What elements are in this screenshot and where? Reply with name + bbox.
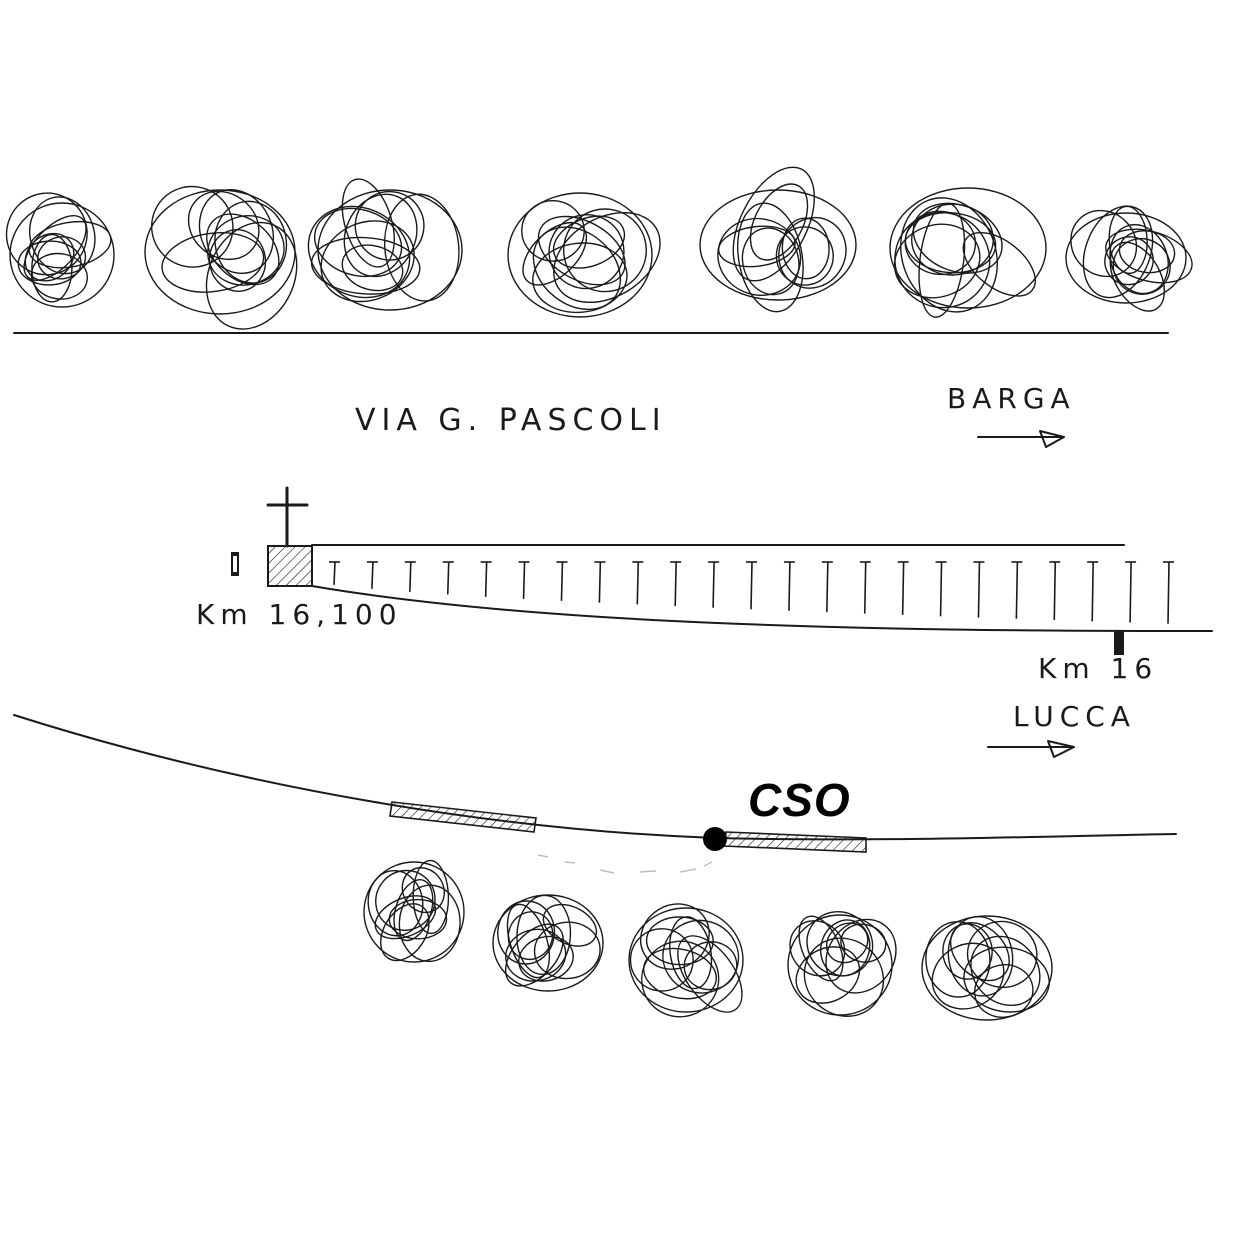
- fence-post: [1011, 561, 1023, 619]
- scribble-tree-icon: [5, 192, 115, 308]
- fence-post: [746, 561, 757, 610]
- fence-post: [973, 561, 985, 618]
- scribble-tree-icon: [507, 192, 661, 318]
- milestone-icon-right: [1114, 631, 1124, 655]
- fence-post: [935, 561, 947, 617]
- location-dot-icon: [703, 827, 727, 851]
- fence-post: [366, 561, 378, 589]
- hatched-bar-left: [389, 801, 537, 833]
- fence-post: [1163, 561, 1174, 624]
- fence-post: [1125, 561, 1137, 623]
- scribble-tree-icon: [307, 178, 463, 311]
- fence-post: [783, 561, 795, 611]
- trees-top-row: [5, 166, 1193, 330]
- fence-post: [670, 561, 682, 607]
- fence-post: [708, 561, 720, 608]
- scribble-tree-icon: [921, 915, 1053, 1021]
- direction-barga-label: BARGA: [947, 382, 1076, 415]
- street-name-label: VIA G. PASCOLI: [355, 403, 667, 438]
- cross-icon: [266, 486, 309, 548]
- km-marker-right-label: Km 16: [1038, 652, 1158, 685]
- scribble-tree-icon: [699, 166, 857, 313]
- scribble-tree-icon: [628, 903, 744, 1018]
- cso-label: CSO: [748, 774, 851, 826]
- fence-post: [442, 561, 454, 595]
- arrow-right-icon: [977, 430, 1065, 448]
- fence-post: [329, 561, 340, 585]
- fence-bottom-line: [311, 585, 1213, 633]
- church-building: [267, 545, 313, 587]
- fence-post: [1087, 561, 1099, 622]
- scribble-tree-icon: [889, 187, 1047, 318]
- scribble-tree-icon: [787, 911, 897, 1017]
- direction-lucca-label: LUCCA: [1013, 700, 1136, 733]
- arrow-right-icon: [987, 740, 1075, 758]
- fence-post: [1049, 561, 1061, 621]
- fence-post: [518, 561, 530, 599]
- fence-posts: [329, 561, 1174, 624]
- fence-post: [556, 561, 568, 601]
- fence-post: [404, 561, 416, 592]
- fence-post: [859, 561, 871, 614]
- fence-post: [897, 561, 909, 616]
- faint-marks: [537, 854, 713, 874]
- fence-post: [594, 561, 606, 603]
- scribble-tree-icon: [492, 894, 604, 992]
- fence-post: [821, 561, 833, 613]
- hatched-bar-right: [723, 831, 867, 853]
- scribble-tree-icon: [363, 859, 465, 963]
- scribble-tree-icon: [144, 185, 298, 330]
- road-edge-bottom: [13, 714, 1177, 841]
- scribble-tree-icon: [1065, 205, 1193, 312]
- fence-post: [480, 561, 492, 597]
- km-marker-left-label: Km 16,100: [196, 598, 403, 631]
- fence-post: [632, 561, 644, 605]
- trees-bottom-row: [363, 859, 1053, 1021]
